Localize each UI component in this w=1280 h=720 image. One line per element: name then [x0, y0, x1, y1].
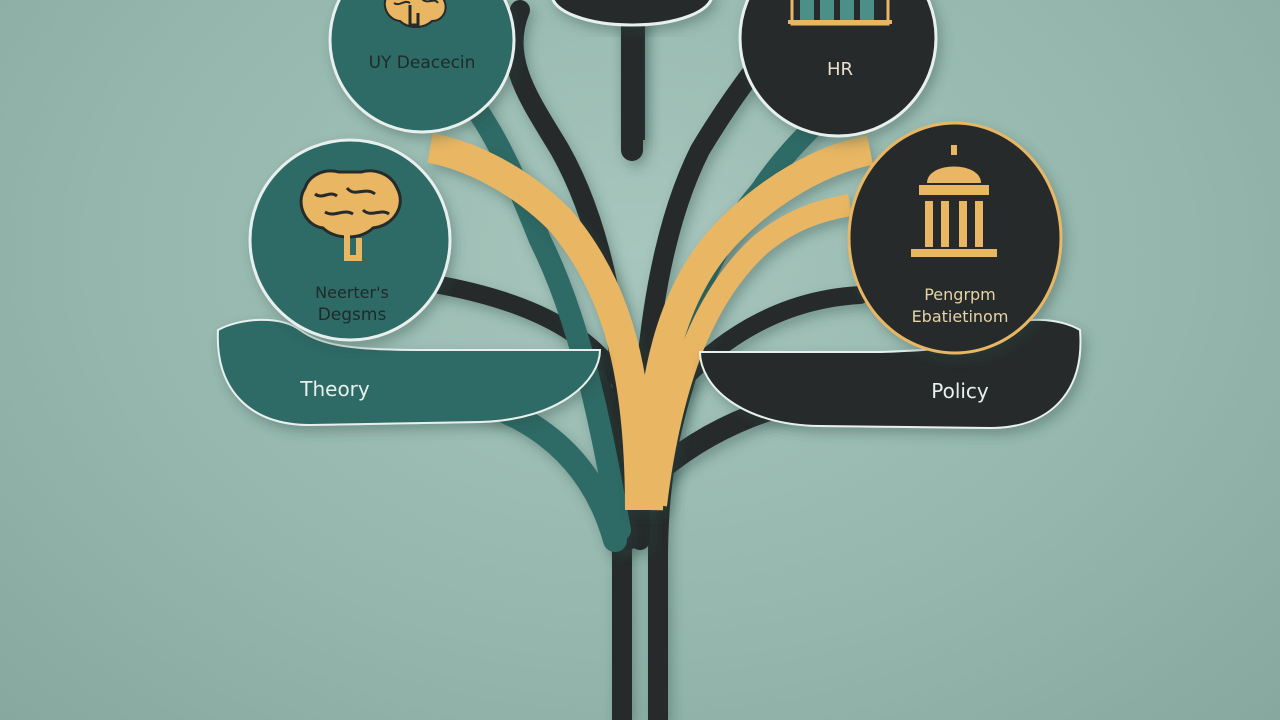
- node-label-program-line1: Pengrpm: [924, 285, 996, 304]
- gold-branches: [427, 133, 874, 511]
- node-label-ux-research: UY Deacecin: [368, 53, 476, 73]
- capitol-building-icon: [911, 145, 997, 257]
- node-hr: [738, 0, 938, 138]
- node-label-neuro-line2: Degsms: [317, 304, 387, 325]
- branch-label-theory: Theory: [300, 377, 370, 401]
- brain-icon: [383, 0, 447, 28]
- brain-icon: [299, 169, 402, 261]
- node-label-program-line2: Ebatietinom: [911, 306, 1009, 326]
- node-label-neuro: Neerter's Degsms: [282, 282, 422, 327]
- branch-label-policy: Policy: [931, 379, 989, 403]
- node-label-hr: HR: [826, 59, 854, 80]
- node-label-neuro-line1: Neerter's: [315, 283, 389, 302]
- theory-branch: [216, 318, 602, 427]
- node-top-center: [551, 0, 713, 27]
- node-program: [847, 121, 1063, 355]
- node-ux-research: [328, 0, 516, 134]
- bar-chart-icon: [788, 0, 892, 26]
- policy-branch: [698, 318, 1082, 430]
- node-label-program: Pengrpm Ebatietinom: [880, 284, 1040, 327]
